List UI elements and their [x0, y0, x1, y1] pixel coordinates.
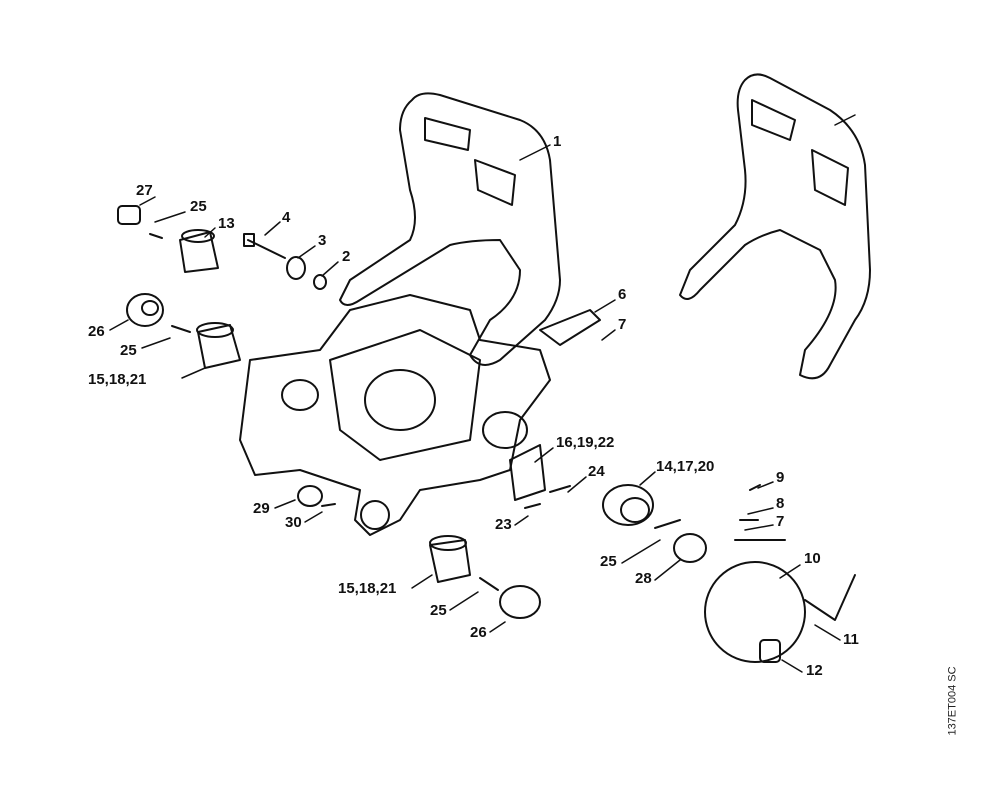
front-handle-alternate: [679, 73, 871, 380]
front-handle-main: [339, 92, 561, 366]
callout-7: 7: [618, 316, 627, 333]
callout-25: 25: [120, 342, 137, 359]
crankcase: [239, 294, 601, 536]
callout-25: 25: [600, 553, 617, 570]
callout-7: 7: [776, 513, 785, 530]
callout-13: 13: [218, 215, 235, 232]
leader-lines: [109, 114, 856, 673]
callout-30: 30: [285, 514, 302, 531]
callout-23: 23: [495, 516, 512, 533]
callout-24: 24: [588, 463, 605, 480]
callout-26: 26: [88, 323, 105, 340]
callout-1: 1: [553, 133, 562, 150]
callout-9: 9: [776, 469, 785, 486]
callout-28: 28: [635, 570, 652, 587]
callout-2: 2: [342, 248, 351, 265]
callout-10: 10: [804, 550, 821, 567]
drawing-code: 137ET004 SC: [946, 666, 959, 736]
callout-29: 29: [253, 500, 270, 517]
callout-4: 4: [282, 209, 291, 226]
small-parts: [117, 205, 856, 663]
callout-14-17-20: 14,17,20: [656, 458, 715, 475]
callout-6: 6: [618, 286, 627, 303]
callout-15-18-21: 15,18,21: [88, 371, 147, 388]
callout-15-18-21: 15,18,21: [338, 580, 397, 597]
callout-25: 25: [190, 198, 207, 215]
callout-3: 3: [318, 232, 327, 249]
callout-16-19-22: 16,19,22: [556, 434, 615, 451]
callout-11: 11: [843, 631, 859, 648]
callout-25: 25: [430, 602, 447, 619]
callout-26: 26: [470, 624, 487, 641]
callout-27: 27: [136, 182, 153, 199]
callout-12: 12: [806, 662, 823, 679]
callout-8: 8: [776, 495, 785, 512]
